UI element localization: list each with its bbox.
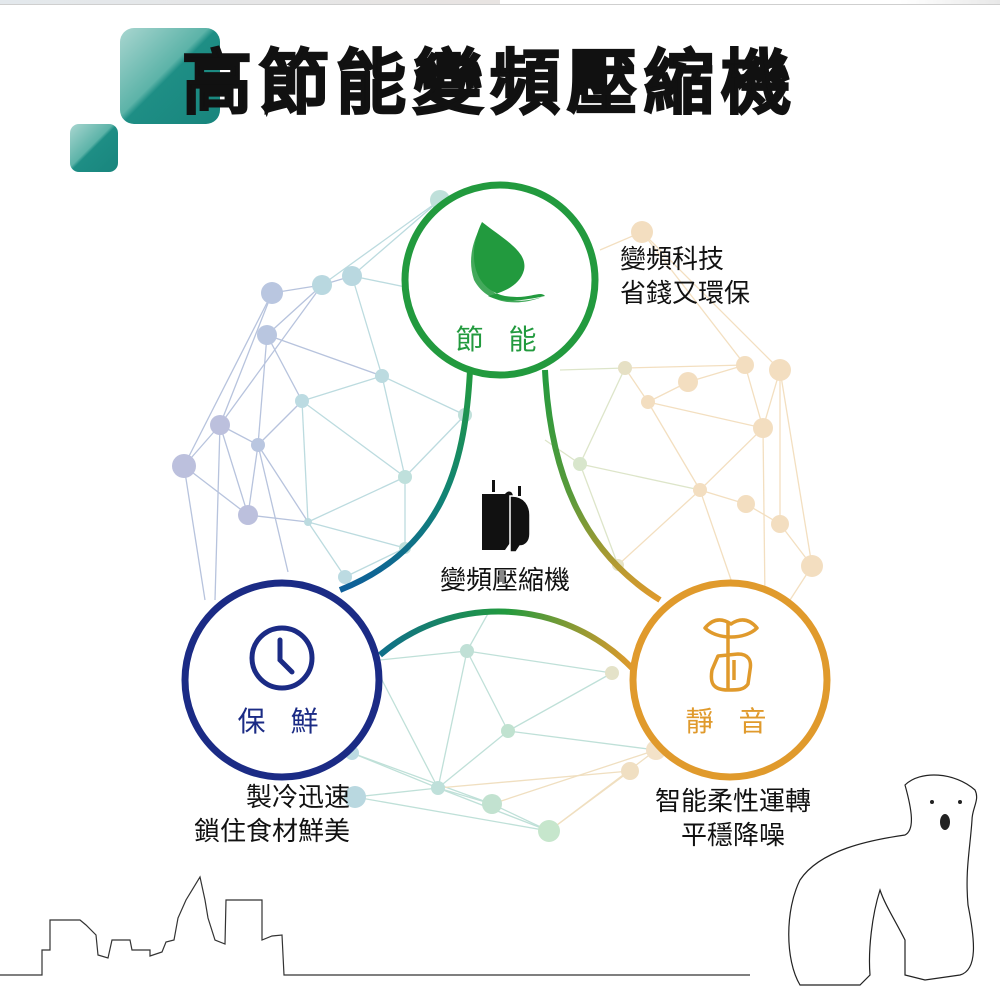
quiet-label: 靜 音 — [685, 705, 775, 738]
fresh-circle — [181, 579, 383, 781]
quiet-caption-line: 智能柔性運轉 — [654, 787, 811, 817]
decor-square-small — [70, 124, 118, 172]
energy-caption-line: 變頻科技 — [620, 245, 725, 275]
leaf-icon — [471, 222, 545, 303]
page-title: 高節能變頻壓縮機 — [181, 42, 798, 124]
energy-caption-line: 省錢又環保 — [620, 278, 751, 309]
quiet-caption: 智能柔性運轉 平穩降噪 — [640, 786, 826, 854]
fresh-caption-line: 鎖住食材鮮美 — [193, 816, 350, 847]
quiet-caption-line: 平穩降噪 — [680, 820, 785, 851]
shush-icon — [703, 618, 759, 692]
energy-caption: 變頻科技 省錢又環保 — [620, 244, 750, 312]
decor-square-large — [120, 28, 220, 124]
fresh-caption-line: 製冷迅速 — [245, 783, 350, 813]
fresh-caption: 製冷迅速 鎖住食材鮮美 — [190, 782, 350, 850]
compressor-icon — [482, 480, 531, 553]
clock-icon — [249, 625, 315, 691]
center-label: 變頻壓縮機 — [439, 566, 570, 596]
polar-bear-illustration — [788, 774, 978, 986]
top-strip — [0, 0, 1000, 5]
connector-right — [542, 369, 662, 603]
fresh-label: 保 鮮 — [237, 705, 327, 738]
quiet-circle — [629, 579, 831, 781]
network-nodes — [172, 190, 823, 842]
energy-label: 節 能 — [455, 323, 545, 356]
connector-left — [338, 369, 473, 593]
connector-bottom — [378, 608, 635, 671]
city-skyline — [0, 875, 750, 976]
